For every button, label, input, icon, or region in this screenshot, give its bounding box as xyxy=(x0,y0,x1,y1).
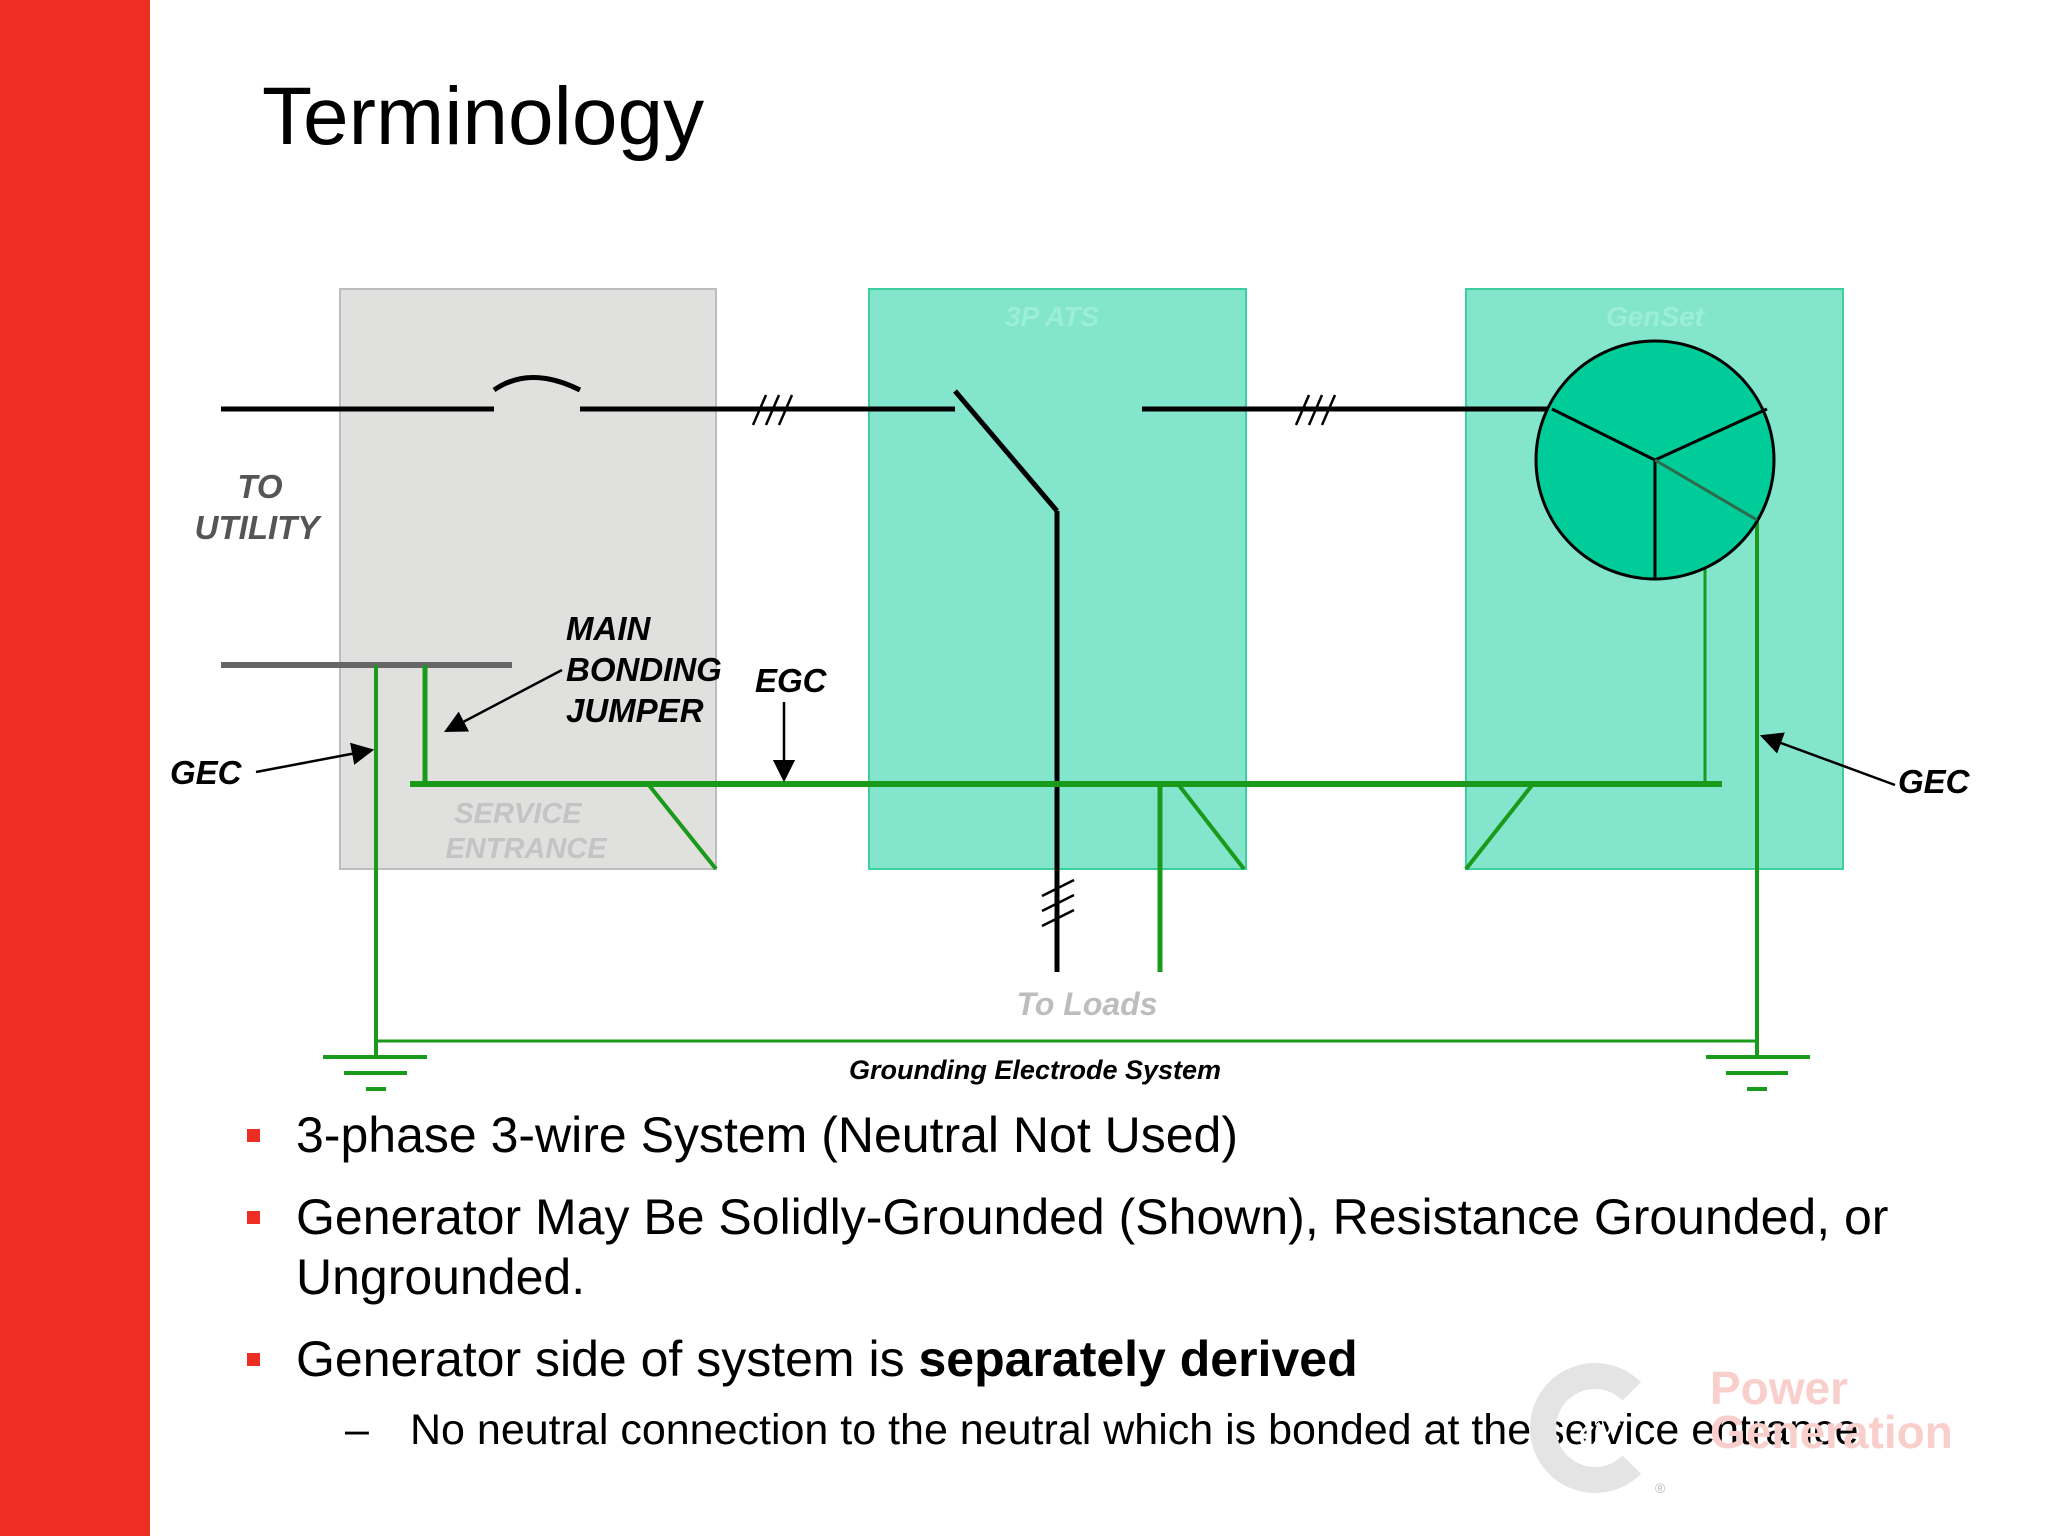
service-entrance-label-2: ENTRANCE xyxy=(445,833,608,865)
grounding-system-label: Grounding Electrode System xyxy=(849,1055,1221,1085)
logo-registered: ® xyxy=(1655,1480,1666,1496)
generator-icon xyxy=(1534,339,1776,581)
service-entrance-label-1: SERVICE xyxy=(454,798,583,830)
slide-title: Terminology xyxy=(262,71,705,162)
red-side-bar xyxy=(0,0,150,1536)
bullet-item: Generator side of system is separately d… xyxy=(243,1329,1963,1389)
bullet-marker xyxy=(247,1211,260,1224)
bullet-text-bold: separately derived xyxy=(918,1331,1358,1387)
ats-box-title: 3P ATS xyxy=(1005,301,1099,332)
gec-left-label: GEC xyxy=(170,754,243,791)
power-line xyxy=(221,375,1552,972)
logo-line-2: Generation xyxy=(1710,1406,1953,1458)
to-utility-label-1: TO xyxy=(237,468,283,505)
main-bonding-label-2: BONDING xyxy=(566,651,722,688)
main-bonding-label-1: MAIN xyxy=(566,610,651,647)
bullet-marker xyxy=(247,1129,260,1142)
cummins-logo: Cummins Power Generation ® xyxy=(1520,1345,2000,1505)
to-utility-label-2: UTILITY xyxy=(195,509,323,546)
genset-box-title: GenSet xyxy=(1606,301,1706,332)
main-bonding-label-3: JUMPER xyxy=(566,692,704,729)
service-entrance-box xyxy=(339,288,717,870)
bullet-text-pre: Generator side of system is xyxy=(296,1331,919,1387)
main-bonding-arrow xyxy=(444,668,563,733)
bullet-text: 3-phase 3-wire System (Neutral Not Used) xyxy=(296,1107,1238,1163)
bullet-list: 3-phase 3-wire System (Neutral Not Used)… xyxy=(243,1105,1963,1455)
gec-left-arrow xyxy=(255,742,375,774)
bullet-marker xyxy=(247,1353,260,1366)
sub-bullet-dash: – xyxy=(345,1406,369,1454)
ground-wires xyxy=(374,520,1759,1057)
ground-symbol-right xyxy=(1706,1055,1810,1091)
bullet-item: 3-phase 3-wire System (Neutral Not Used) xyxy=(243,1105,1963,1165)
gec-right-label: GEC xyxy=(1898,763,1971,800)
to-loads-label: To Loads xyxy=(1016,986,1157,1022)
egc-label: EGC xyxy=(755,662,828,699)
bullet-item: Generator May Be Solidly-Grounded (Shown… xyxy=(243,1187,1963,1307)
bullet-text: Generator May Be Solidly-Grounded (Shown… xyxy=(296,1189,1889,1305)
gec-right-arrow xyxy=(1759,732,1896,787)
ground-symbol-left xyxy=(323,1055,427,1091)
logo-line-1: Power xyxy=(1710,1362,1849,1414)
